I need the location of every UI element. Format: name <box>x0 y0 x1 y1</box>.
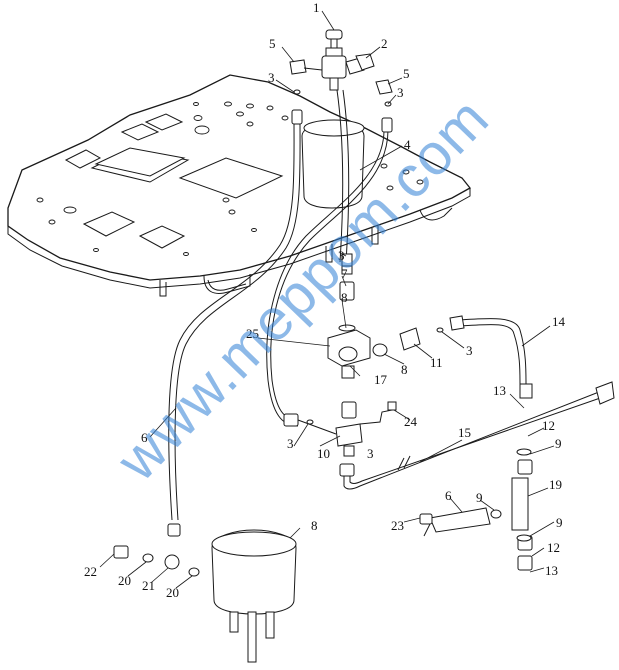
floor-plate <box>7 74 471 297</box>
part-label-9c: 9 <box>556 515 563 530</box>
part-label-20b: 20 <box>166 585 179 600</box>
part-label-2: 2 <box>381 36 388 51</box>
part-labels: 1 2 3 3 3 3 3 3 4 5 5 6 6 7 8 8 8 9 9 9 … <box>84 0 566 600</box>
leader-lines <box>99 10 555 589</box>
part-label-13b: 13 <box>545 563 558 578</box>
part-label-3e: 3 <box>287 436 294 451</box>
part-label-1: 1 <box>313 0 320 15</box>
part-label-8c: 8 <box>311 518 318 533</box>
part-label-17: 17 <box>374 372 388 387</box>
part-label-12b: 12 <box>547 540 560 555</box>
part-label-22: 22 <box>84 564 97 579</box>
part-label-5a: 5 <box>269 36 276 51</box>
part-label-14: 14 <box>552 314 566 329</box>
part-label-12a: 12 <box>542 418 555 433</box>
part-label-20a: 20 <box>118 573 131 588</box>
part-label-8b: 8 <box>401 362 408 377</box>
part-label-9b: 9 <box>476 490 483 505</box>
part-label-25: 25 <box>246 326 259 341</box>
brake-reservoir <box>211 529 297 663</box>
part-label-5b: 5 <box>403 66 410 81</box>
fittings <box>113 89 533 577</box>
part-label-7: 7 <box>341 266 348 281</box>
brake-hoses <box>168 89 615 521</box>
part-label-10: 10 <box>317 446 330 461</box>
part-label-13a: 13 <box>493 383 506 398</box>
part-label-21: 21 <box>142 578 155 593</box>
part-label-3d: 3 <box>466 343 473 358</box>
part-label-8a: 8 <box>341 290 348 305</box>
part-label-19: 19 <box>549 477 562 492</box>
part-label-9a: 9 <box>555 436 562 451</box>
part-label-3b: 3 <box>397 85 404 100</box>
part-label-6a: 6 <box>141 430 148 445</box>
part-label-24: 24 <box>404 414 418 429</box>
part-label-3c: 3 <box>338 248 345 263</box>
top-valve-assembly <box>289 29 393 95</box>
part-label-4: 4 <box>404 137 411 152</box>
part-label-11: 11 <box>430 355 443 370</box>
part-label-15: 15 <box>458 425 471 440</box>
part-label-3a: 3 <box>268 70 275 85</box>
part-label-6b: 6 <box>445 488 452 503</box>
part-label-23: 23 <box>391 518 404 533</box>
part-label-3f: 3 <box>367 446 374 461</box>
